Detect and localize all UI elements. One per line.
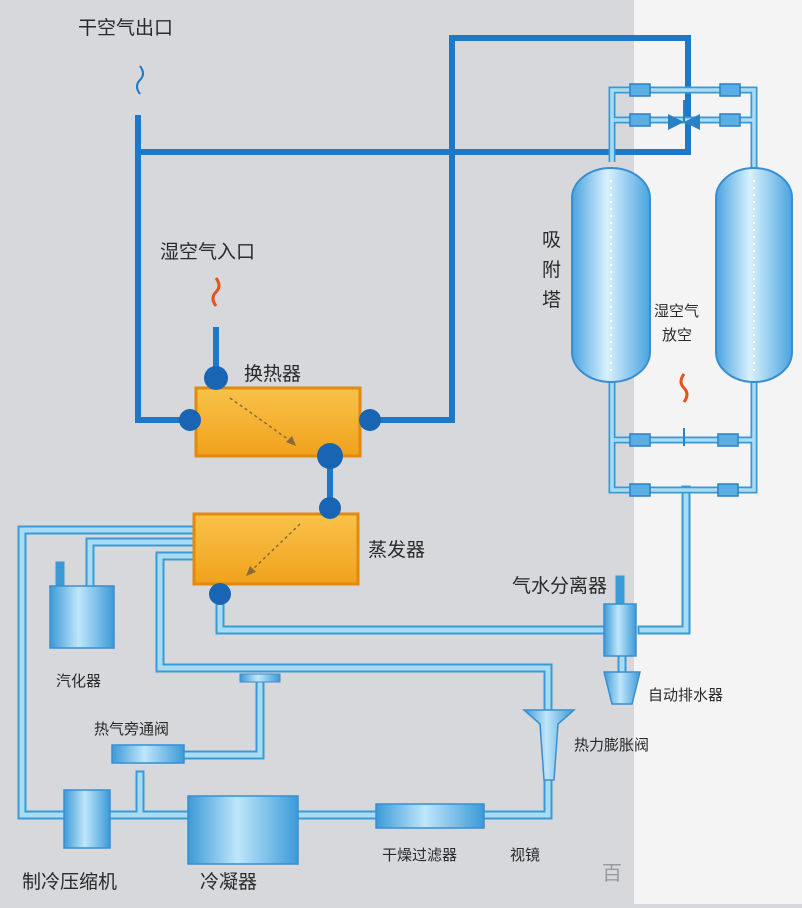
thermal-expansion-valve [522,709,576,781]
auto-drain [603,671,641,705]
condenser [187,795,299,865]
label-adsorption-tower-1: 吸 [542,229,561,251]
label-heat-exchanger: 换热器 [244,363,301,385]
label-hot-gas-bypass-valve: 热气旁通阀 [94,720,169,738]
label-dry-air-outlet: 干空气出口 [78,17,173,39]
labels: 干空气出口 湿空气入口 换热器 蒸发器 吸 附 塔 湿空气 放空 气水分离器 自… [22,17,723,893]
label-thermal-expansion-valve: 热力膨胀阀 [574,736,649,754]
background-right [634,0,802,904]
label-vaporizer: 汽化器 [56,672,101,690]
adsorption-tower-left [571,167,651,383]
label-refrigeration-compressor: 制冷压缩机 [22,871,117,893]
label-auto-drain: 自动排水器 [648,686,723,704]
label-condenser: 冷凝器 [200,871,257,893]
dry-air-flow-icon [136,65,144,95]
watermark: 百 [602,861,622,885]
tower-piping [608,83,758,497]
label-wet-air-inlet: 湿空气入口 [160,241,255,263]
vaporizer [49,585,115,649]
label-sight-glass: 视镜 [510,846,540,864]
label-adsorption-tower-2: 附 [542,259,561,281]
label-gas-water-separator: 气水分离器 [512,575,607,597]
wet-air-flow-icon [211,277,221,307]
label-dryer-filter: 干燥过滤器 [382,846,457,864]
label-adsorption-tower-3: 塔 [542,289,561,311]
refrigeration-compressor [63,789,111,849]
evaporator [192,512,360,586]
vent-flow-icon [679,373,689,403]
label-evaporator: 蒸发器 [368,539,425,561]
air-circuit [135,35,691,511]
gas-water-separator [603,603,637,657]
dryer-filter [375,803,485,829]
hot-gas-bypass-valve [111,673,281,764]
adsorption-tower-right [715,167,793,383]
connectors [179,366,381,605]
label-wet-air-vent-1: 湿空气 [654,302,699,320]
label-wet-air-vent-2: 放空 [662,326,692,344]
